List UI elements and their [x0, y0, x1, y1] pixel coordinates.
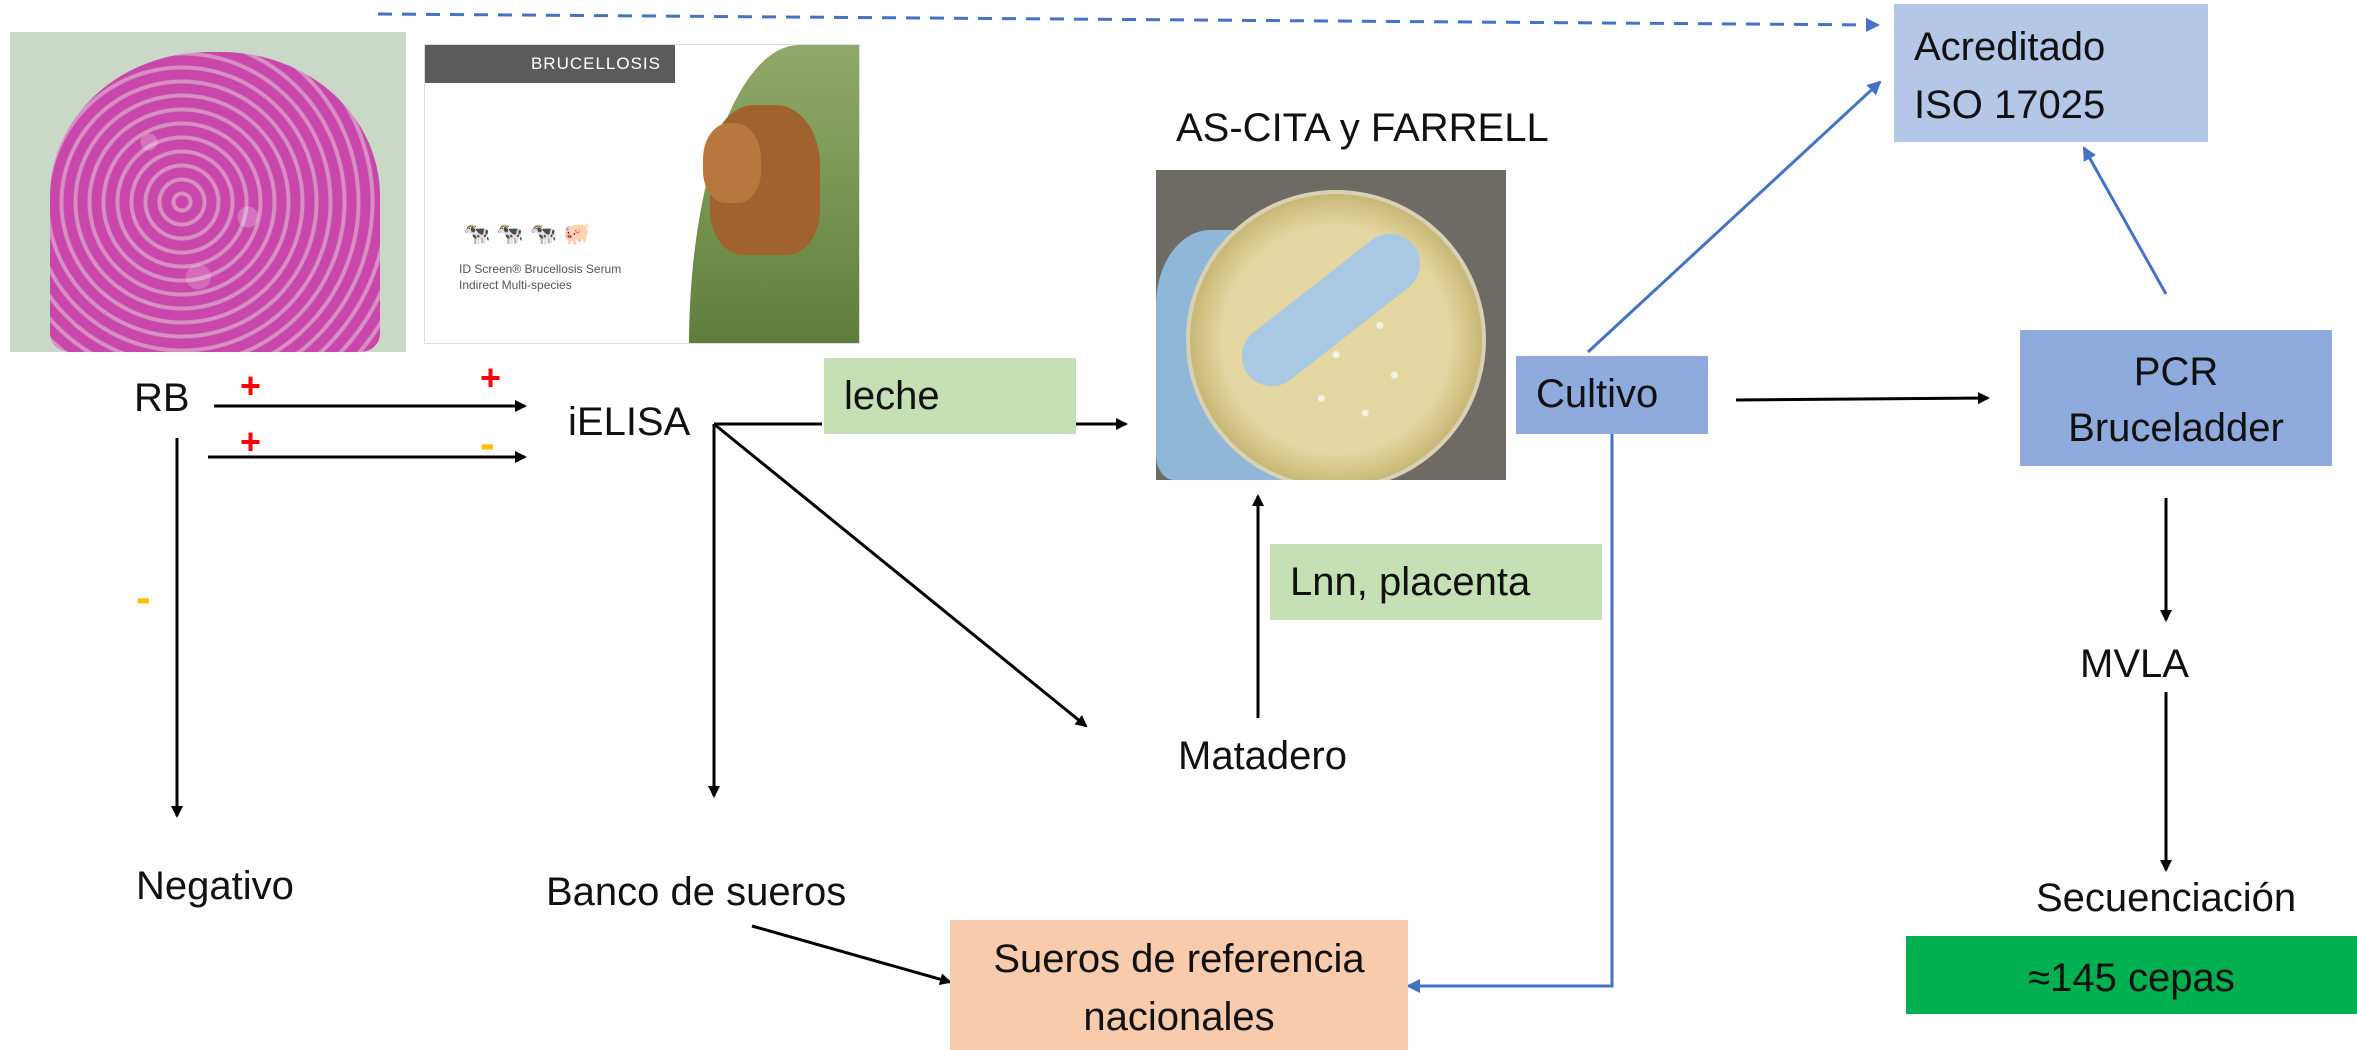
culture-plate-photo — [1156, 170, 1506, 480]
arrow-cultivo-acreditado — [1586, 80, 1882, 354]
plus-sign-1: + — [240, 365, 262, 406]
node-pcr-line2: Bruceladder — [2068, 406, 2284, 450]
plate-title: AS-CITA y FARRELL — [1176, 106, 1549, 150]
node-matadero: Matadero — [1178, 734, 1347, 778]
minus-sign-1: - — [480, 419, 495, 468]
node-pcr-line1: PCR — [2133, 350, 2219, 394]
kit-caption-line2: Indirect Multi-species — [459, 278, 572, 293]
node-banco-de-sueros: Banco de sueros — [546, 870, 847, 914]
node-lnn-placenta: Lnn, placenta — [1270, 544, 1602, 620]
node-cultivo-label: Cultivo — [1536, 372, 1659, 416]
node-negativo: Negativo — [136, 864, 294, 908]
node-ielisa: iELISA — [568, 400, 691, 444]
kit-caption-line1: ID Screen® Brucellosis Serum — [459, 262, 622, 276]
node-rb: RB — [134, 376, 190, 420]
arrow-ielisa-matadero — [713, 422, 1088, 728]
node-acreditado: Acreditado ISO 17025 — [1894, 4, 2208, 142]
arrow-banco-sueros — [751, 924, 952, 986]
node-acreditado-line1: Acreditado — [1914, 25, 2106, 69]
node-cepas: ≈145 cepas — [1906, 936, 2357, 1014]
dashed-arrow-to-acreditado — [377, 12, 1880, 32]
node-leche-label: leche — [844, 374, 940, 418]
animal-icons: 🐄🐄🐄🐖 — [463, 221, 597, 246]
node-sueros-de-referencia: Sueros de referencia nacionales — [950, 920, 1408, 1050]
node-sueros-line1: Sueros de referencia — [993, 937, 1365, 981]
node-mvla: MVLA — [2080, 642, 2189, 686]
node-pcr-bruceladder: PCR Bruceladder — [2020, 330, 2332, 466]
arrow-cultivo-pcr — [1735, 392, 1990, 405]
arrow-pcr-acreditado — [2082, 146, 2168, 295]
node-secuenciacion: Secuenciación — [2036, 876, 2297, 920]
node-cultivo: Cultivo — [1516, 356, 1708, 434]
arrow-cultivo-sueros — [1406, 432, 1614, 993]
kit-caption: ID Screen® Brucellosis Serum Indirect Mu… — [459, 261, 621, 293]
elisa-kit-photo: BRUCELLOSIS 🐄🐄🐄🐖 ID Screen® Brucellosis … — [424, 44, 860, 344]
node-lnn-placenta-label: Lnn, placenta — [1290, 560, 1531, 604]
kit-header-label: BRUCELLOSIS — [425, 45, 675, 83]
cow-head-image — [703, 123, 761, 203]
plus-sign-3: + — [240, 421, 262, 462]
node-acreditado-line2: ISO 17025 — [1914, 83, 2106, 127]
node-cepas-label: ≈145 cepas — [2028, 956, 2235, 1000]
plus-sign-2: + — [480, 357, 502, 398]
agglutination-sample — [50, 52, 380, 352]
node-sueros-line2: nacionales — [1083, 995, 1275, 1039]
node-leche: leche — [824, 358, 1076, 434]
minus-sign-2: - — [136, 573, 151, 622]
rose-bengal-test-photo — [10, 32, 406, 352]
